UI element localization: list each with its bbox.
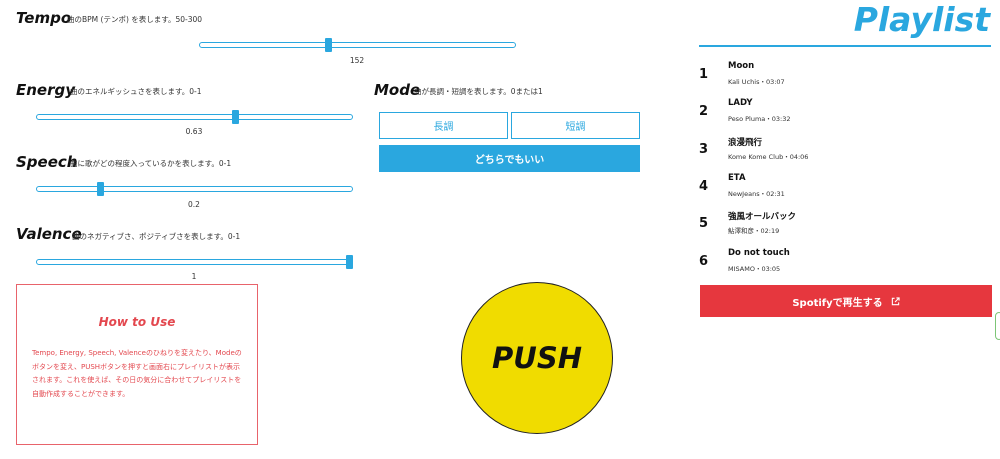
playlist-divider bbox=[699, 45, 991, 47]
track-name: 浪漫飛行 bbox=[728, 138, 763, 148]
track-name: 強風オールバック bbox=[728, 212, 797, 222]
track-meta: MISAMO・03:05 bbox=[728, 265, 781, 273]
tempo-description: 曲のBPM (テンポ) を表します。50-300 bbox=[67, 15, 203, 24]
minor-button[interactable]: 短調 bbox=[511, 112, 640, 139]
track-number: 5 bbox=[699, 216, 709, 231]
track-meta: 鮎澤和彦・02:19 bbox=[728, 227, 780, 235]
tempo-slider[interactable] bbox=[199, 38, 516, 52]
track-item[interactable]: 6 Do not touch MISAMO・03:05 bbox=[699, 248, 991, 278]
track-number: 3 bbox=[699, 142, 709, 157]
speech-slider-thumb[interactable] bbox=[96, 182, 104, 196]
speech-value: 0.2 bbox=[188, 200, 200, 209]
track-number: 4 bbox=[699, 179, 709, 194]
energy-title: Energy bbox=[16, 81, 76, 99]
external-link-icon bbox=[891, 296, 900, 305]
major-button[interactable]: 長調 bbox=[379, 112, 508, 139]
track-number: 1 bbox=[699, 67, 709, 82]
mode-title: Mode bbox=[374, 81, 421, 99]
track-number: 2 bbox=[699, 104, 709, 119]
track-meta: Kome Kome Club・04:06 bbox=[728, 153, 809, 161]
spotify-play-label: Spotifyで再生する bbox=[792, 297, 883, 309]
track-item[interactable]: 3 浪漫飛行 Kome Kome Club・04:06 bbox=[699, 136, 991, 166]
track-meta: Kali Uchis・03:07 bbox=[728, 78, 785, 86]
side-handle[interactable] bbox=[995, 312, 1000, 340]
energy-value: 0.63 bbox=[185, 127, 203, 136]
how-to-use-title: How to Use bbox=[98, 315, 176, 329]
speech-slider[interactable] bbox=[36, 182, 353, 196]
track-name: Do not touch bbox=[728, 248, 790, 258]
either-mode-button[interactable]: どちらでもいい bbox=[379, 145, 640, 172]
push-button[interactable]: PUSH bbox=[461, 282, 613, 434]
energy-slider[interactable] bbox=[36, 110, 353, 124]
energy-slider-thumb[interactable] bbox=[231, 110, 239, 124]
valence-description: 曲のネガティブさ、ポジティブさを表します。0-1 bbox=[72, 232, 241, 241]
valence-slider[interactable] bbox=[36, 255, 353, 269]
playlist-title: Playlist bbox=[853, 0, 990, 39]
tempo-value: 152 bbox=[349, 56, 365, 65]
how-to-use-text: Tempo, Energy, Speech, Valenceのひねりを変えたり、… bbox=[32, 349, 242, 398]
how-to-use-panel: How to Use Tempo, Energy, Speech, Valenc… bbox=[16, 284, 258, 445]
energy-description: 曲のエネルギッシュさを表します。0-1 bbox=[70, 87, 202, 96]
valence-title: Valence bbox=[16, 225, 82, 243]
tempo-title: Tempo bbox=[16, 9, 72, 27]
track-item[interactable]: 4 ETA NewJeans・02:31 bbox=[699, 173, 991, 203]
track-meta: Peso Pluma・03:32 bbox=[728, 115, 791, 123]
valence-slider-thumb[interactable] bbox=[346, 255, 353, 269]
speech-description: 曲に歌がどの程度入っているかを表します。0-1 bbox=[70, 159, 232, 168]
track-item[interactable]: 5 強風オールバック 鮎澤和彦・02:19 bbox=[699, 210, 991, 240]
tempo-slider-thumb[interactable] bbox=[325, 38, 333, 52]
mode-description: 曲が長調・短調を表します。0または1 bbox=[414, 87, 543, 96]
speech-title: Speech bbox=[16, 153, 78, 171]
track-name: LADY bbox=[728, 98, 753, 108]
track-meta: NewJeans・02:31 bbox=[728, 190, 785, 198]
track-number: 6 bbox=[699, 254, 709, 269]
track-item[interactable]: 1 Moon Kali Uchis・03:07 bbox=[699, 61, 991, 91]
track-name: ETA bbox=[728, 173, 746, 183]
track-item[interactable]: 2 LADY Peso Pluma・03:32 bbox=[699, 98, 991, 128]
track-name: Moon bbox=[728, 61, 755, 71]
valence-value: 1 bbox=[191, 272, 197, 281]
spotify-play-button[interactable]: Spotifyで再生する bbox=[700, 285, 992, 317]
